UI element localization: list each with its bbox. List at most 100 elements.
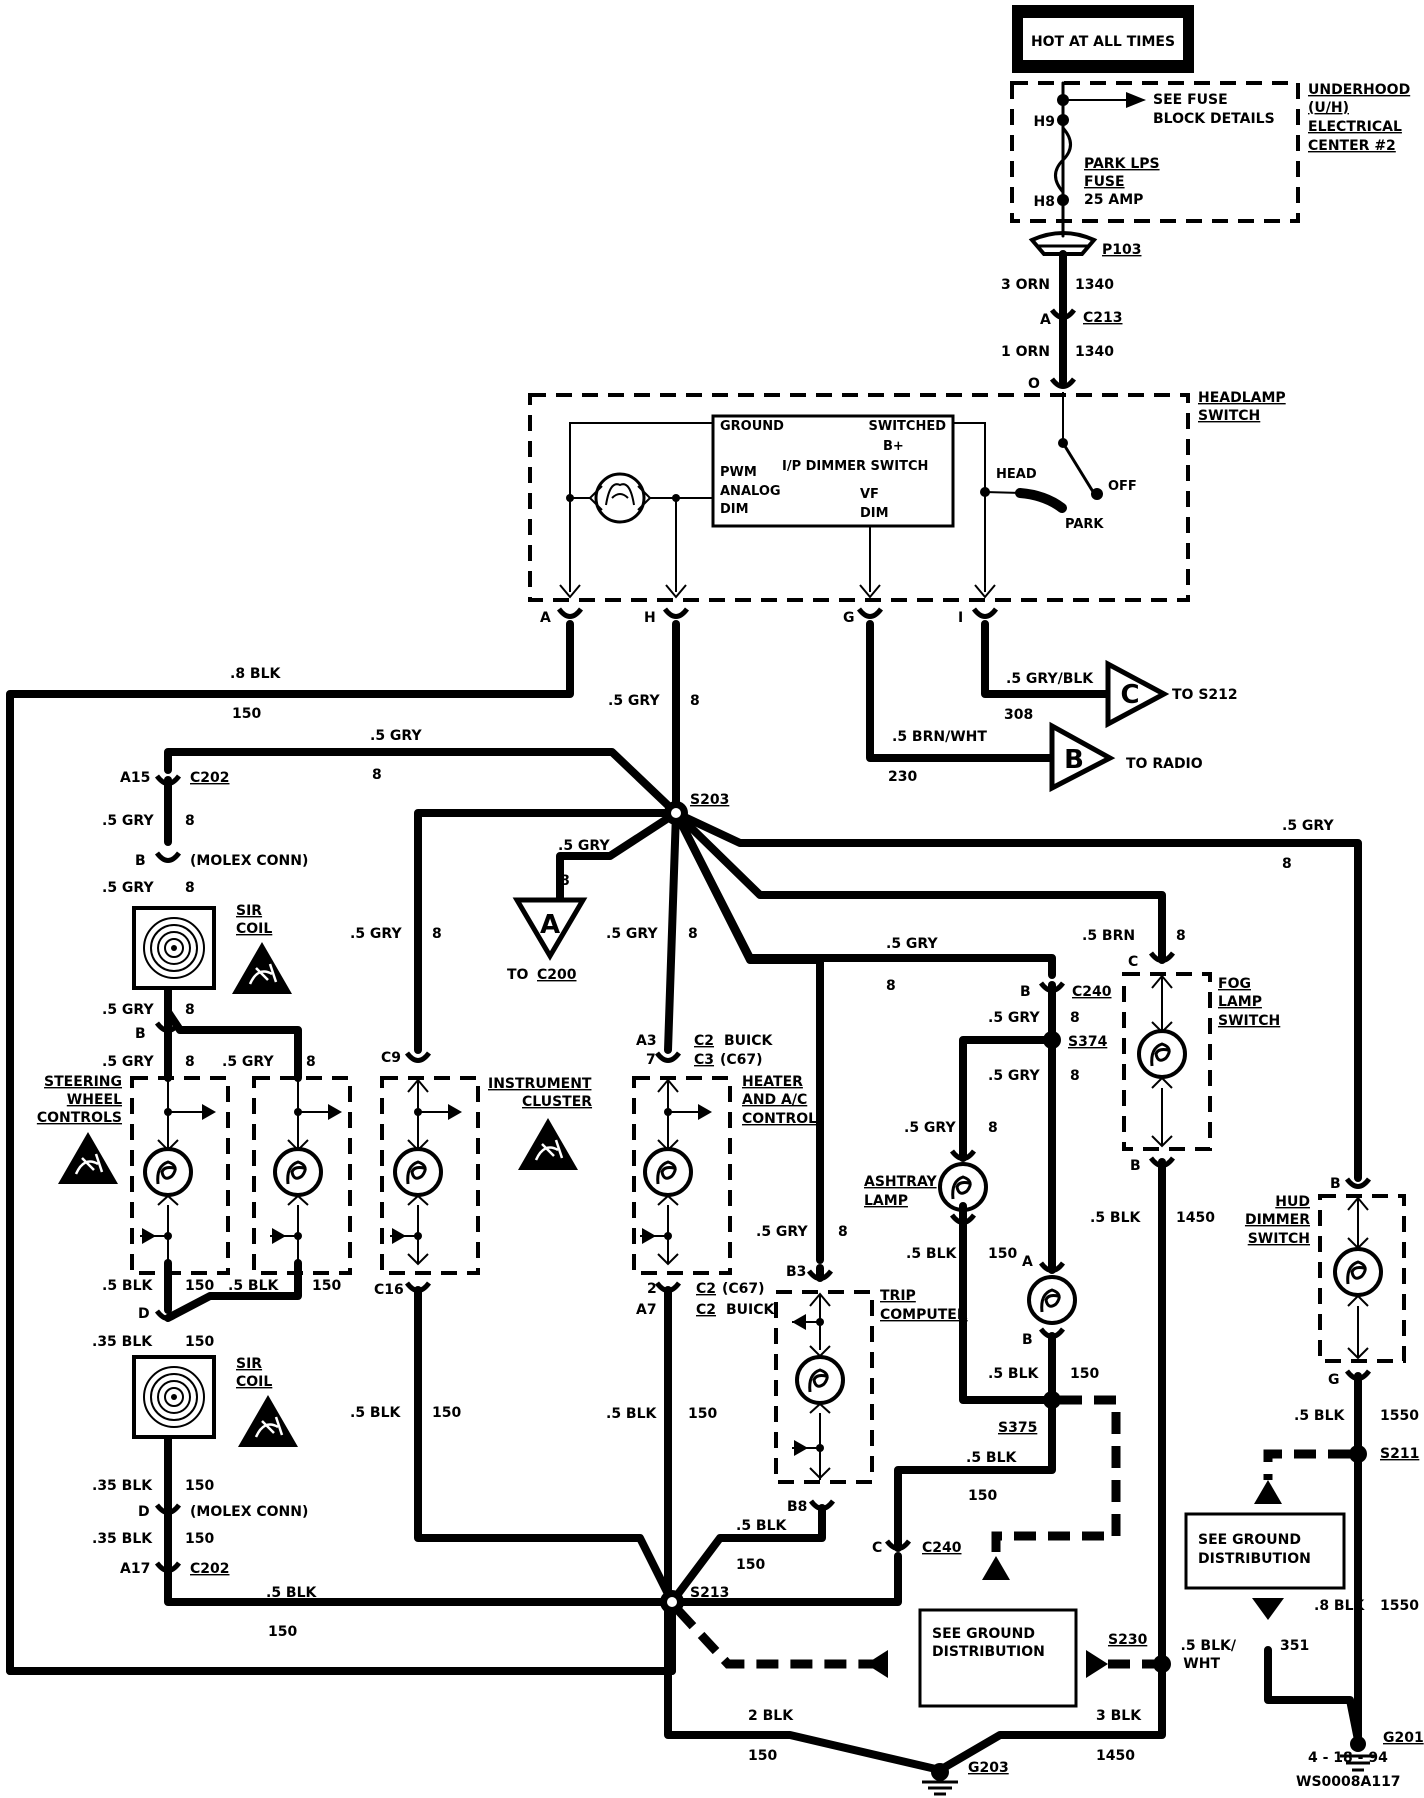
wiring-label: C9	[381, 1050, 401, 1066]
hot-at-all-times-label: HOT AT ALL TIMES	[1031, 34, 1175, 50]
wiring-label: 8	[1070, 1010, 1080, 1026]
wiring-label: C3	[694, 1052, 714, 1068]
wiring-label: BUICK	[724, 1033, 774, 1049]
wiring-label: .5 BLK	[266, 1585, 318, 1601]
wiring-label: .5 GRY	[904, 1120, 956, 1136]
fog-lamp-switch	[1122, 972, 1212, 1151]
wiring-label: 8	[185, 813, 195, 829]
wiring-label: 8	[886, 978, 896, 994]
wiring-label: .8 BLK	[230, 666, 282, 682]
offpage-connector-b	[1049, 721, 1116, 793]
wiring-label: ELECTRICAL	[1308, 119, 1402, 135]
wiring-label: .5 GRY	[988, 1010, 1040, 1026]
steering-wheel-control-2	[252, 1076, 352, 1275]
wiring-label: 150	[688, 1406, 717, 1422]
wiring-label: SWITCHED	[869, 419, 947, 434]
wiring-label: .5 BLK	[1294, 1408, 1346, 1424]
wiring-label: 230	[888, 769, 917, 785]
wiring-label: B3	[786, 1264, 806, 1280]
offpage-connector-a	[512, 897, 588, 961]
wiring-label: A	[540, 610, 551, 626]
backlight-lamp	[566, 472, 680, 524]
wiring-label: 150	[232, 706, 261, 722]
sir-coil-upper	[132, 906, 216, 990]
wiring-label: .5 GRY	[102, 1002, 154, 1018]
wiring-label: 150	[748, 1748, 777, 1764]
p103-connector	[1028, 231, 1098, 256]
wiring-label: FOG	[1218, 976, 1251, 992]
wiring-label: .5 BRN	[1082, 928, 1135, 944]
wiring-label: VF	[860, 487, 879, 502]
wiring-label: 150	[268, 1624, 297, 1640]
wiring-label: 150	[185, 1278, 214, 1294]
wiring-label: 1340	[1075, 277, 1114, 293]
wiring-label: .5 BLK	[1090, 1210, 1142, 1226]
wiring-label: C202	[190, 1561, 230, 1577]
wiring-label: .5 BLK	[736, 1518, 788, 1534]
wiring-label: TO S212	[1172, 687, 1238, 703]
wiring-label: .5 BLK	[350, 1405, 402, 1421]
wiring-label: WHEEL	[67, 1092, 122, 1108]
wiring-label: D	[138, 1504, 150, 1520]
wiring-label: CONTROLS	[37, 1110, 122, 1126]
wiring-label: H8	[1034, 194, 1055, 210]
wiring-label: .5 BLK	[228, 1278, 280, 1294]
wiring-label: 8	[372, 767, 382, 783]
wiring-label: .35 BLK	[92, 1531, 153, 1547]
wiring-label: D	[138, 1306, 150, 1322]
wiring-label: S374	[1068, 1034, 1108, 1050]
wiring-label: TO RADIO	[1126, 756, 1203, 772]
wiring-label: 8	[560, 873, 570, 889]
park-lps-fuse-symbol	[1054, 127, 1072, 193]
wiring-label: ASHTRAY	[864, 1174, 937, 1190]
wiring-label: .5 GRY/BLK	[1006, 671, 1094, 687]
wiring-label: HEADLAMP	[1198, 390, 1286, 406]
wiring-label: (U/H)	[1308, 100, 1349, 116]
wiring-label: 3 BLK	[1096, 1708, 1142, 1724]
wiring-label: 4 - 18 - 94	[1308, 1750, 1388, 1766]
wiring-label: PARK LPS	[1084, 156, 1160, 172]
wiring-label: C240	[1072, 984, 1112, 1000]
wiring-label: 8	[690, 693, 700, 709]
g201-ground-symbol	[1340, 1736, 1376, 1772]
wiring-label: C213	[1083, 310, 1123, 326]
wiring-label: CLUSTER	[522, 1094, 592, 1110]
wiring-label: 8	[838, 1224, 848, 1240]
wiring-label: ANALOG	[720, 484, 781, 499]
wiring-label: S203	[690, 792, 729, 808]
wiring-label: HUD	[1275, 1194, 1310, 1210]
wiring-label: .5 GRY	[756, 1224, 808, 1240]
wiring-label: 150	[432, 1405, 461, 1421]
wiring-label: G	[843, 610, 855, 626]
s230-splice	[1153, 1655, 1171, 1673]
wiring-label: 8	[432, 926, 442, 942]
wiring-label: A	[1022, 1254, 1033, 1270]
wiring-label: A	[1040, 312, 1051, 328]
wiring-label: .5 GRY	[608, 693, 660, 709]
wiring-label: PWM	[720, 465, 757, 480]
wiring-label: 8	[988, 1120, 998, 1136]
wiring-label: 150	[736, 1557, 765, 1573]
esd-warning-icon	[236, 1393, 300, 1449]
head-park-off-switch	[980, 392, 1103, 513]
wiring-label: .5 GRY	[1282, 818, 1334, 834]
wiring-label: B	[1020, 984, 1031, 1000]
wiring-label: TRIP	[880, 1288, 916, 1304]
wiring-label: (MOLEX CONN)	[190, 853, 308, 869]
wiring-label: .5 BLK	[906, 1246, 958, 1262]
wiring-label: OFF	[1108, 479, 1137, 494]
wiring-label: C	[1120, 680, 1139, 710]
wiring-label: SIR	[236, 1356, 262, 1372]
wiring-label: DIMMER	[1245, 1212, 1310, 1228]
wiring-label: C200	[537, 967, 577, 983]
wiring-label: B	[1022, 1332, 1033, 1348]
wiring-label: 8	[185, 1002, 195, 1018]
wiring-label: B8	[787, 1499, 807, 1515]
see-ground-distribution-center	[918, 1608, 1078, 1708]
wiring-label: 308	[1004, 707, 1033, 723]
wiring-label: STEERING	[44, 1074, 122, 1090]
wiring-label: BUICK	[726, 1302, 776, 1318]
wiring-label: B	[1064, 745, 1084, 775]
wiring-label: B	[1130, 1158, 1141, 1174]
wiring-label: .5 GRY	[886, 936, 938, 952]
